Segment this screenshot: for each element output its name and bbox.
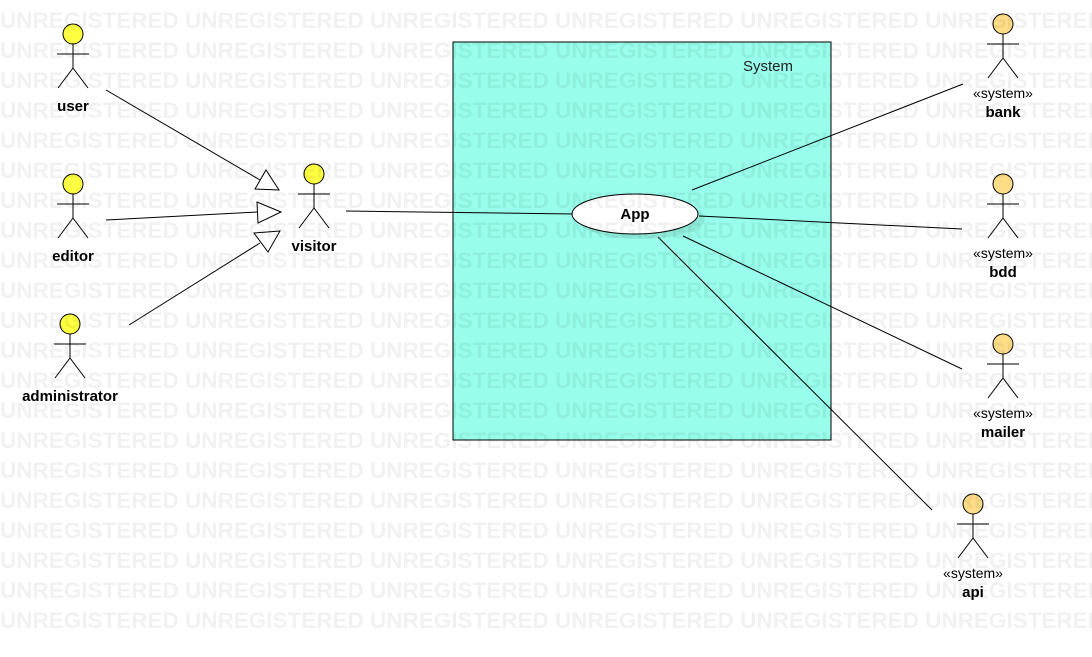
association-app-mailer[interactable] (682, 235, 963, 370)
actor-bank[interactable]: «system» bank (973, 13, 1033, 121)
actor-label: administrator (22, 388, 118, 405)
association-app-bank[interactable] (691, 83, 964, 191)
actor-editor[interactable]: editor (52, 173, 94, 265)
stick-figure-icon (957, 493, 989, 559)
actor-api[interactable]: «system» api (943, 493, 1003, 601)
generalization-arrowhead-icon (254, 169, 280, 191)
actor-stereotype: «system» (943, 565, 1003, 581)
stick-figure-icon (57, 173, 89, 239)
actor-stereotype: «system» (973, 245, 1033, 261)
system-boundary-box[interactable] (452, 41, 832, 441)
system-boundary[interactable]: System (452, 41, 832, 441)
system-boundary-label: System (743, 58, 793, 75)
generalization-administrator-visitor[interactable] (128, 230, 281, 326)
stick-figure-icon (54, 313, 86, 379)
association-app-api[interactable] (657, 236, 933, 511)
actor-label: api (962, 584, 984, 601)
actor-stereotype: «system» (973, 405, 1033, 421)
use-case-app[interactable]: App (571, 193, 705, 239)
generalization-arrowhead-icon (253, 230, 281, 253)
actor-label: bdd (989, 264, 1017, 281)
actor-mailer[interactable]: «system» mailer (973, 333, 1033, 441)
actor-label: user (57, 98, 89, 115)
actor-administrator[interactable]: administrator (22, 313, 118, 405)
stick-figure-icon (987, 333, 1019, 399)
generalization-arrowhead-icon (256, 201, 283, 224)
actor-label: visitor (291, 238, 336, 255)
actor-user[interactable]: user (57, 23, 89, 115)
actor-visitor[interactable]: visitor (291, 163, 337, 255)
stick-figure-icon (987, 173, 1019, 239)
association-visitor-app[interactable] (345, 210, 575, 215)
actor-label: bank (985, 104, 1021, 121)
actors-layer: user editor administrator visitor «syste… (22, 13, 1033, 601)
generalization-user-visitor[interactable] (105, 89, 280, 191)
actor-label: mailer (981, 424, 1025, 441)
actor-bdd[interactable]: «system» bdd (973, 173, 1033, 281)
generalization-editor-visitor[interactable] (105, 201, 283, 224)
association-app-bdd[interactable] (698, 215, 963, 230)
stick-figure-icon (298, 163, 330, 229)
stick-figure-icon (57, 23, 89, 89)
use-case-label: App (620, 206, 649, 223)
stick-figure-icon (987, 13, 1019, 79)
actor-label: editor (52, 248, 94, 265)
actor-stereotype: «system» (973, 85, 1033, 101)
use-case-ellipse[interactable] (571, 193, 699, 235)
